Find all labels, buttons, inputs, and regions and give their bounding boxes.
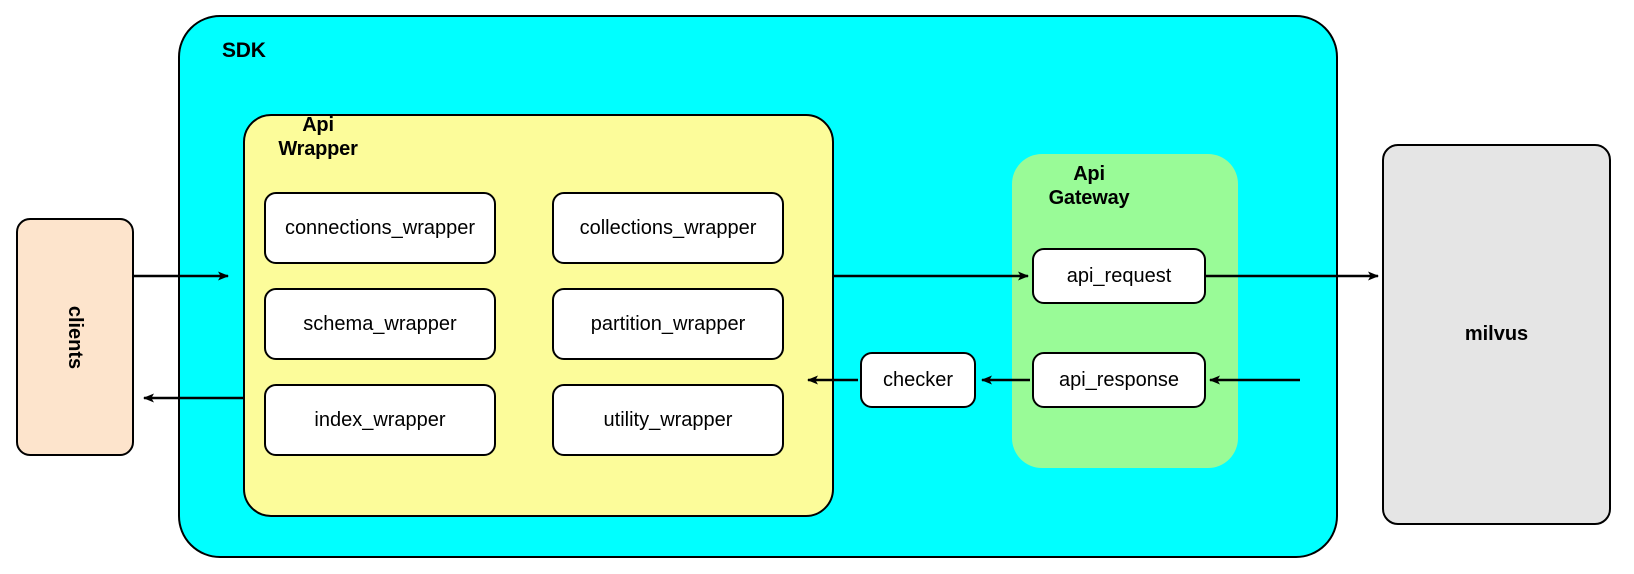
api-wrapper-title: Api Wrapper [278,114,358,160]
milvus-label: milvus [1464,323,1529,345]
node-api-request[interactable]: api_request [1032,248,1206,304]
module-partition-wrapper[interactable]: partition_wrapper [552,288,784,360]
module-schema-wrapper[interactable]: schema_wrapper [264,288,496,360]
milvus-node[interactable] [1382,144,1611,525]
api-gateway-container [1012,154,1238,468]
module-utility-wrapper[interactable]: utility_wrapper [552,384,784,456]
sdk-title: SDK [222,39,266,62]
clients-label: clients [16,218,134,456]
module-collections-wrapper[interactable]: collections_wrapper [552,192,784,264]
clients-node[interactable] [16,218,134,456]
module-connections-wrapper[interactable]: connections_wrapper [264,192,496,264]
clients-label-text: clients [64,305,87,369]
checker-node[interactable]: checker [860,352,976,408]
api-gateway-title: Api Gateway [1048,163,1130,209]
node-api-response[interactable]: api_response [1032,352,1206,408]
module-index-wrapper[interactable]: index_wrapper [264,384,496,456]
